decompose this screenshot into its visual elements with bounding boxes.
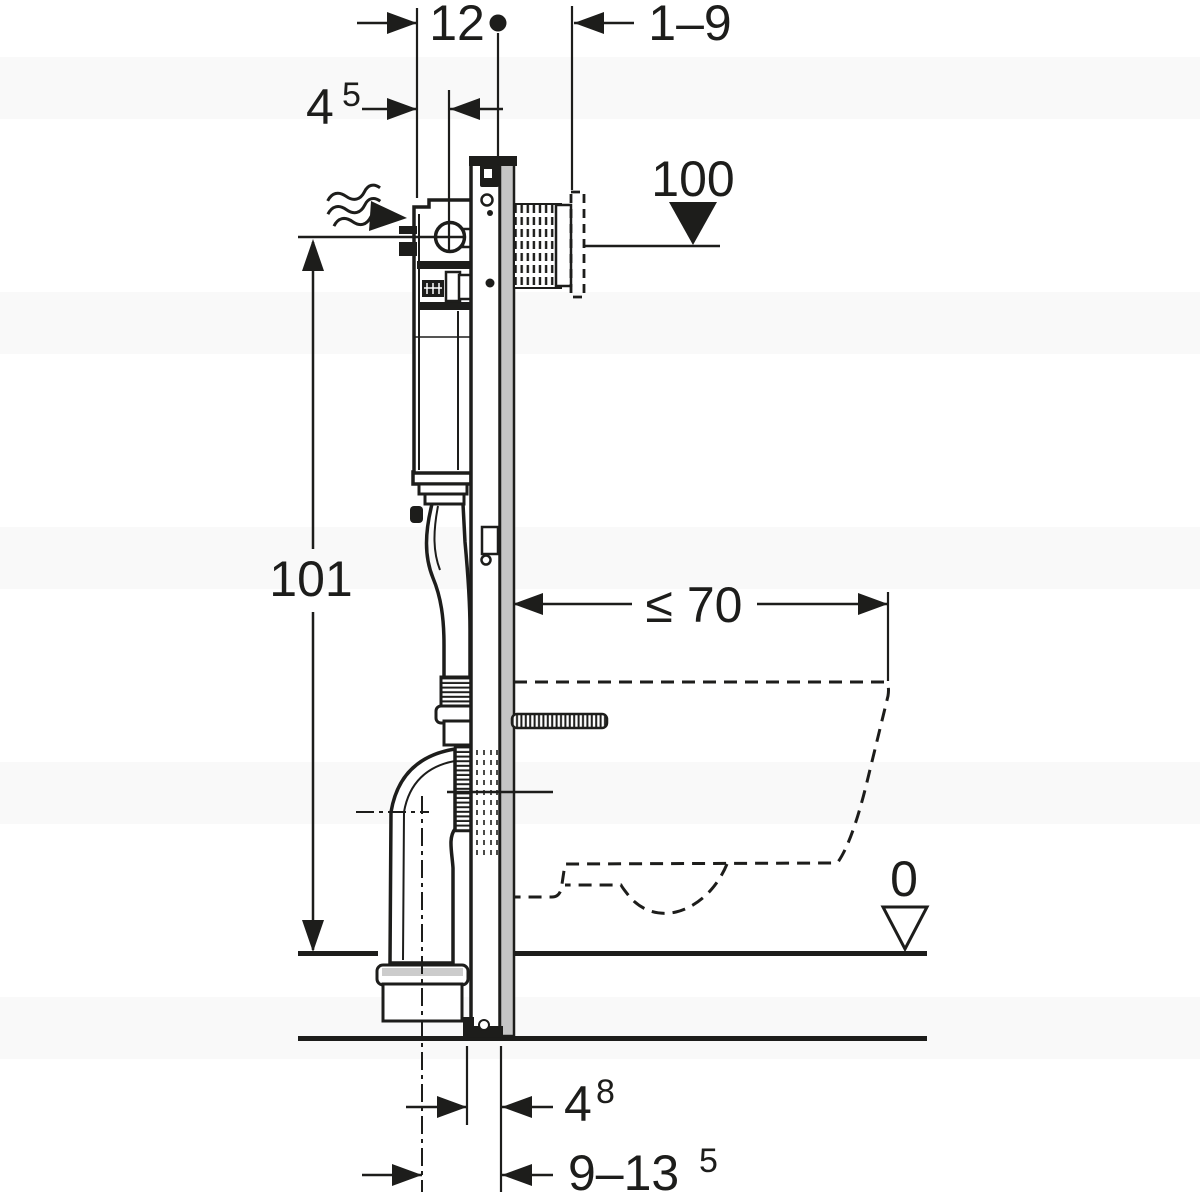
dimension-origin-dot-icon <box>489 14 507 32</box>
arrow-right-icon <box>387 12 417 34</box>
tank-neck-step3 <box>423 492 466 506</box>
drain-elbow <box>356 744 476 1192</box>
fixing-threaded-rod <box>510 712 609 730</box>
rail-foot-bolt <box>478 1019 490 1031</box>
arrow-up-icon <box>302 239 324 271</box>
rail-window-hole <box>480 554 492 566</box>
rail-top-fitting-notch <box>484 169 492 178</box>
s-pipe-left-edge <box>424 503 446 677</box>
tank-divider-lower <box>420 302 472 310</box>
arrow-right-icon <box>858 593 888 615</box>
arrow-down-icon <box>302 920 324 952</box>
rail-hole <box>480 193 494 207</box>
rail-fixing-zone-hatch <box>476 750 498 855</box>
dim-101-label: 101 <box>269 551 352 607</box>
arrow-right-icon <box>437 1096 467 1118</box>
dim-12-label: 12 <box>429 0 485 51</box>
inlet-bracket-top <box>399 226 417 234</box>
frame-rail <box>463 156 517 1038</box>
protection-box-hatch <box>515 203 556 288</box>
arrow-right-icon <box>392 1164 422 1186</box>
dim-70-label: ≤ 70 <box>646 577 743 633</box>
wall-panel <box>498 158 516 1038</box>
rail-rivet-upper <box>487 210 493 216</box>
pan-body-outline <box>514 680 890 899</box>
pipe-clip <box>410 506 423 523</box>
dim-4-8-label: 4 <box>564 1076 592 1132</box>
flush-valve-bracket2 <box>457 273 473 301</box>
arrow-left-icon <box>513 593 543 615</box>
rail-top-cap <box>469 156 517 166</box>
pan-bowl-outline <box>565 863 729 915</box>
floor-datum-marker-icon <box>880 905 930 953</box>
tank-divider-upper <box>417 261 472 269</box>
arrow-left-icon <box>574 12 604 34</box>
wc-pan-outline <box>447 680 890 915</box>
water-supply <box>326 183 407 231</box>
arrow-left-icon <box>450 98 480 120</box>
dimension-annotations: 12 1–9 4 5 101 ≤ 70 4 8 <box>269 0 890 1200</box>
bell-taper <box>442 719 475 747</box>
dim-4-8-sup: 8 <box>596 1073 615 1111</box>
rail-foot-step <box>463 1017 474 1030</box>
rail-foot-plate <box>463 1026 503 1037</box>
rail-rivet-lower <box>485 278 495 288</box>
dim-4-5-label: 4 <box>306 79 334 135</box>
arrow-left-icon <box>502 1096 532 1118</box>
flush-plate-outline <box>569 190 586 299</box>
dim-9-13-5-sup: 5 <box>699 1142 718 1180</box>
floor-datum-label: 0 <box>890 851 918 907</box>
flush-bend <box>410 470 479 747</box>
inlet-bracket-bottom <box>399 242 417 256</box>
s-pipe-inner-line <box>433 505 441 571</box>
dim-4-5-sup: 5 <box>342 76 361 114</box>
dim-9-13-5-label: 9–13 <box>568 1145 679 1200</box>
background-bands <box>0 57 1200 1059</box>
plate-mounting-channel <box>554 203 573 288</box>
supply-arrow-icon <box>369 201 407 231</box>
coupling-ring <box>439 675 474 710</box>
actuator-height-label: 100 <box>651 151 734 207</box>
arrow-left-icon <box>502 1164 532 1186</box>
dim-1-9-label: 1–9 <box>648 0 731 51</box>
water-level-marker-icon <box>669 202 717 245</box>
rail-inspection-window <box>480 525 500 556</box>
level-markers: 100 0 <box>583 151 930 953</box>
elbow-inner-wall <box>402 760 456 961</box>
actuator-assembly <box>515 190 586 299</box>
rail-profile <box>469 158 502 1038</box>
floor-lines <box>298 951 927 1041</box>
protection-box-edges <box>515 203 562 289</box>
arrow-right-icon <box>387 98 417 120</box>
flush-valve-grid <box>424 283 442 294</box>
